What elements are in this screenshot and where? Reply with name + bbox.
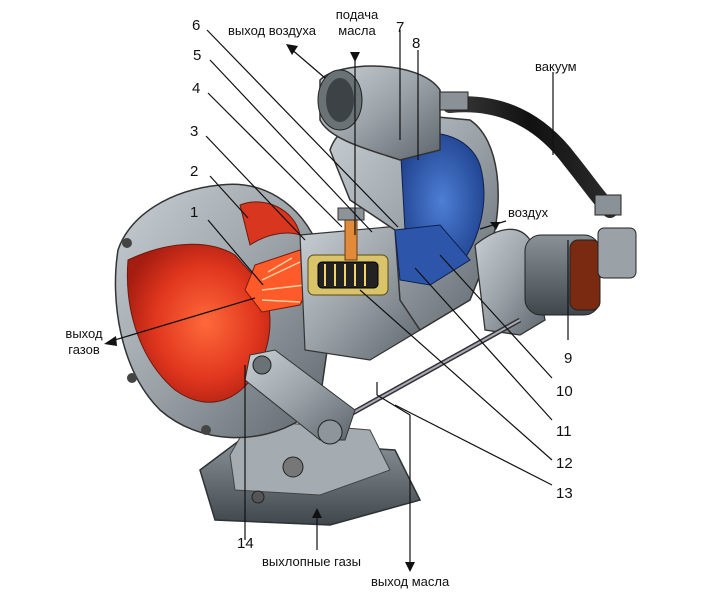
arrow-icon — [312, 508, 322, 518]
oil-out-label: выход масла — [371, 574, 450, 589]
arrow-icon — [350, 52, 360, 62]
callout-6: 6 — [192, 17, 201, 34]
callout-10: 10 — [556, 383, 573, 400]
callout-14: 14 — [237, 535, 254, 552]
oil-in-label-line1: подача — [335, 7, 379, 22]
callout-11: 11 — [556, 423, 572, 440]
callout-8: 8 — [412, 35, 421, 52]
callout-12: 12 — [556, 455, 573, 472]
callout-9: 9 — [564, 350, 573, 367]
callout-3: 3 — [190, 123, 199, 140]
callout-leaders — [107, 29, 569, 565]
arrow-heads — [104, 44, 500, 572]
arrow-icon — [405, 562, 415, 572]
wastegate-lever — [244, 349, 356, 445]
callout-2: 2 — [190, 163, 199, 180]
wastegate-actuator — [338, 227, 637, 423]
exhaust-gases-label: выхлопные газы — [262, 554, 361, 569]
callout-7: 7 — [396, 19, 405, 36]
compressor-housing — [317, 65, 499, 332]
gas-out-label-line1: выход — [65, 326, 103, 341]
callout-13: 13 — [556, 485, 573, 502]
arrow-icon — [490, 222, 500, 230]
oil-in-label-line2: масла — [338, 23, 376, 38]
vacuum-label: вакуум — [535, 59, 577, 74]
callout-5: 5 — [193, 47, 202, 64]
arrow-icon — [104, 336, 117, 346]
center-housing — [299, 207, 421, 361]
gas-out-label-line2: газов — [68, 342, 100, 357]
vacuum-hose — [439, 91, 622, 218]
air-out-label: выход воздуха — [228, 23, 316, 38]
air-in-label: воздух — [508, 205, 549, 220]
exhaust-flange — [199, 419, 422, 526]
arrow-icon — [286, 44, 298, 55]
callout-4: 4 — [192, 80, 201, 97]
callout-1: 1 — [190, 204, 199, 221]
